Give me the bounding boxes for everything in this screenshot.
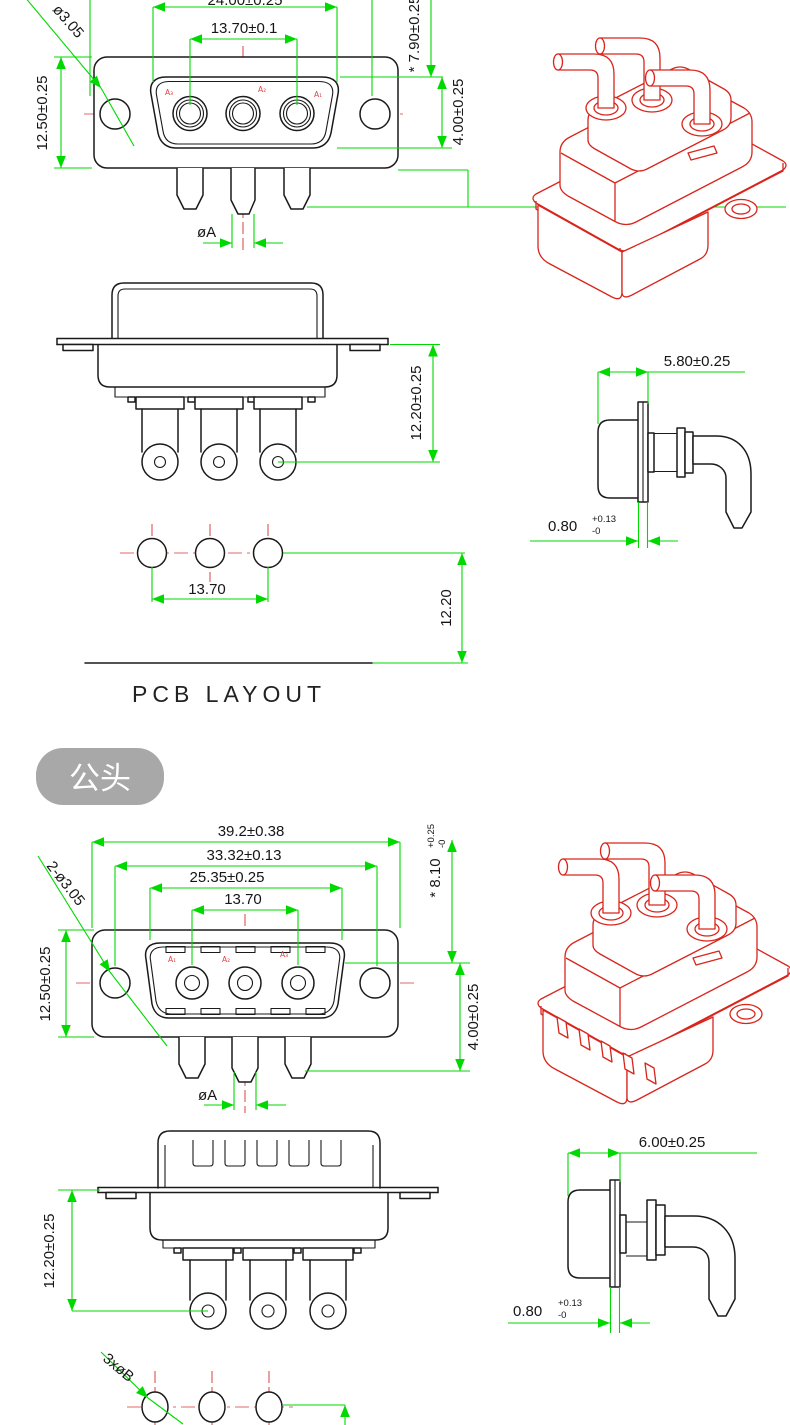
contact-label: A₂ [258, 85, 266, 94]
dim-pin-length: 12.20±0.25 [408, 366, 425, 441]
dim-flange-thickness: 0.80 [548, 518, 577, 535]
solder-legs [127, 396, 316, 481]
contact-label: A₃ [280, 950, 288, 959]
female-profile-dimensions [530, 367, 745, 548]
pcb-hole [141, 1391, 169, 1423]
tolerance-plus: +0.13 [592, 514, 616, 525]
mounting-hole-right [359, 98, 391, 130]
eyelet [141, 443, 179, 481]
bent-pin-profile [664, 1215, 736, 1317]
tolerance-minus: -0 [558, 1310, 566, 1321]
dim-pin-diameter: øA [198, 1087, 217, 1104]
dim-bracket: 6.00±0.25 [639, 1134, 706, 1151]
mounting-hole-left [99, 98, 131, 130]
dim-mount-hole: ø3.05 [49, 1, 87, 41]
iso-vent-slots [556, 1016, 657, 1085]
rear-shell [157, 1130, 381, 1189]
svg-text:* 8.10: * 8.10 [427, 858, 444, 897]
dim-shell-width: 24.00±0.25 [208, 0, 283, 9]
dim-flange-width: 39.2±0.38 [218, 823, 285, 840]
flange-edge [56, 337, 389, 352]
male-pcb-dimensions [100, 1351, 350, 1425]
male-profile-view: 6.00±0.25 0.80 +0.13 -0 [508, 1134, 757, 1333]
pcb-hole [136, 537, 168, 569]
dim-pin-length: 12.20±0.25 [41, 1214, 58, 1289]
mounting-hole-right [359, 967, 391, 999]
dim-shell-width: 25.35±0.25 [190, 869, 265, 886]
male-iso-view [537, 842, 790, 1105]
badge-label: 公头 [69, 761, 131, 797]
tolerance-plus: +0.13 [558, 1298, 582, 1309]
eyelet [309, 1292, 347, 1330]
dim-flange-height: 12.50±0.25 [37, 947, 54, 1022]
tolerance-minus: -0 [592, 526, 600, 537]
rear-shell [111, 282, 324, 339]
dim-pitch: 13.70 [188, 581, 226, 598]
dim-flange-thickness: 0.80 [513, 1303, 542, 1320]
iso-polarization-slot [687, 145, 718, 161]
contact-label: A₂ [222, 955, 230, 964]
pcb-dimensions [151, 552, 468, 664]
dim-contact-pitch: 13.70±0.1 [211, 20, 278, 37]
female-side-view: 12.20±0.25 [56, 282, 440, 481]
male-side-dimensions [58, 1189, 208, 1312]
insulator-body [149, 1192, 389, 1241]
contact-label: A₁ [168, 955, 176, 964]
female-iso-view [532, 37, 787, 300]
pcb-hole [252, 537, 284, 569]
male-badge: 公头 [36, 748, 164, 805]
male-front-dimensions [37, 837, 470, 1110]
pcb-hole [194, 537, 226, 569]
tolerance-minus: -0 [437, 840, 448, 848]
pcb-hole [198, 1391, 226, 1423]
insulator-body [97, 344, 338, 388]
dim-front-height: 4.00±0.25 [465, 984, 482, 1051]
female-side-dimensions [278, 343, 440, 463]
shell-profile [597, 419, 641, 499]
badge-background [36, 748, 164, 805]
pcb-layout-title: PCB LAYOUT [132, 681, 326, 707]
pcb-layout: 13.70 12.20 PCB LAYOUT [84, 524, 468, 707]
dim-front-height: 4.00±0.25 [450, 79, 467, 146]
male-pcb-layout: 3xøB [99, 1350, 350, 1425]
dim-mount-hole: 2-ø3.05 [43, 858, 88, 909]
dim-mount-pitch: 33.32±0.13 [207, 847, 282, 864]
male-side-view: 12.20±0.25 [41, 1130, 439, 1330]
shell-vent-slots [165, 945, 326, 1016]
solder-pins [178, 1037, 312, 1083]
bent-pin-profile [692, 435, 752, 529]
eyelet [249, 1292, 287, 1330]
female-profile-view: 5.80±0.25 0.80 +0.13 -0 [530, 353, 752, 548]
dim-depth-group: * 8.10 +0.25 -0 [426, 824, 448, 898]
dim-pin-diameter: øA [197, 224, 216, 241]
contact-pins [175, 966, 315, 1000]
shell-slots [192, 1140, 342, 1167]
mounting-hole-left [99, 967, 131, 999]
dim-contact-pitch: 13.70 [224, 891, 262, 908]
male-front-view: A₁ A₂ A₃ 39.2± [37, 823, 482, 1113]
pcb-hole [255, 1391, 283, 1423]
contact-label: A₁ [314, 90, 322, 99]
contact-label: A₃ [165, 88, 173, 97]
iso-bent-pins [552, 37, 711, 125]
shell-profile [567, 1189, 613, 1279]
female-front-view: A₃ A₂ A₁ [26, 0, 786, 253]
eyelet [200, 443, 238, 481]
tolerance-plus: +0.25 [426, 824, 437, 848]
dim-flange-height: 12.50±0.25 [34, 76, 51, 151]
solder-legs [173, 1247, 362, 1330]
dim-bracket: 5.80±0.25 [664, 353, 731, 370]
dim-depth: * 7.90±0.25 [406, 0, 423, 72]
dim-row-offset: 12.20 [438, 589, 455, 627]
dim-hole: 3xøB [99, 1350, 137, 1386]
male-profile-dimensions [508, 1148, 757, 1333]
flange-edge [97, 1186, 439, 1200]
solder-pins [176, 168, 311, 215]
